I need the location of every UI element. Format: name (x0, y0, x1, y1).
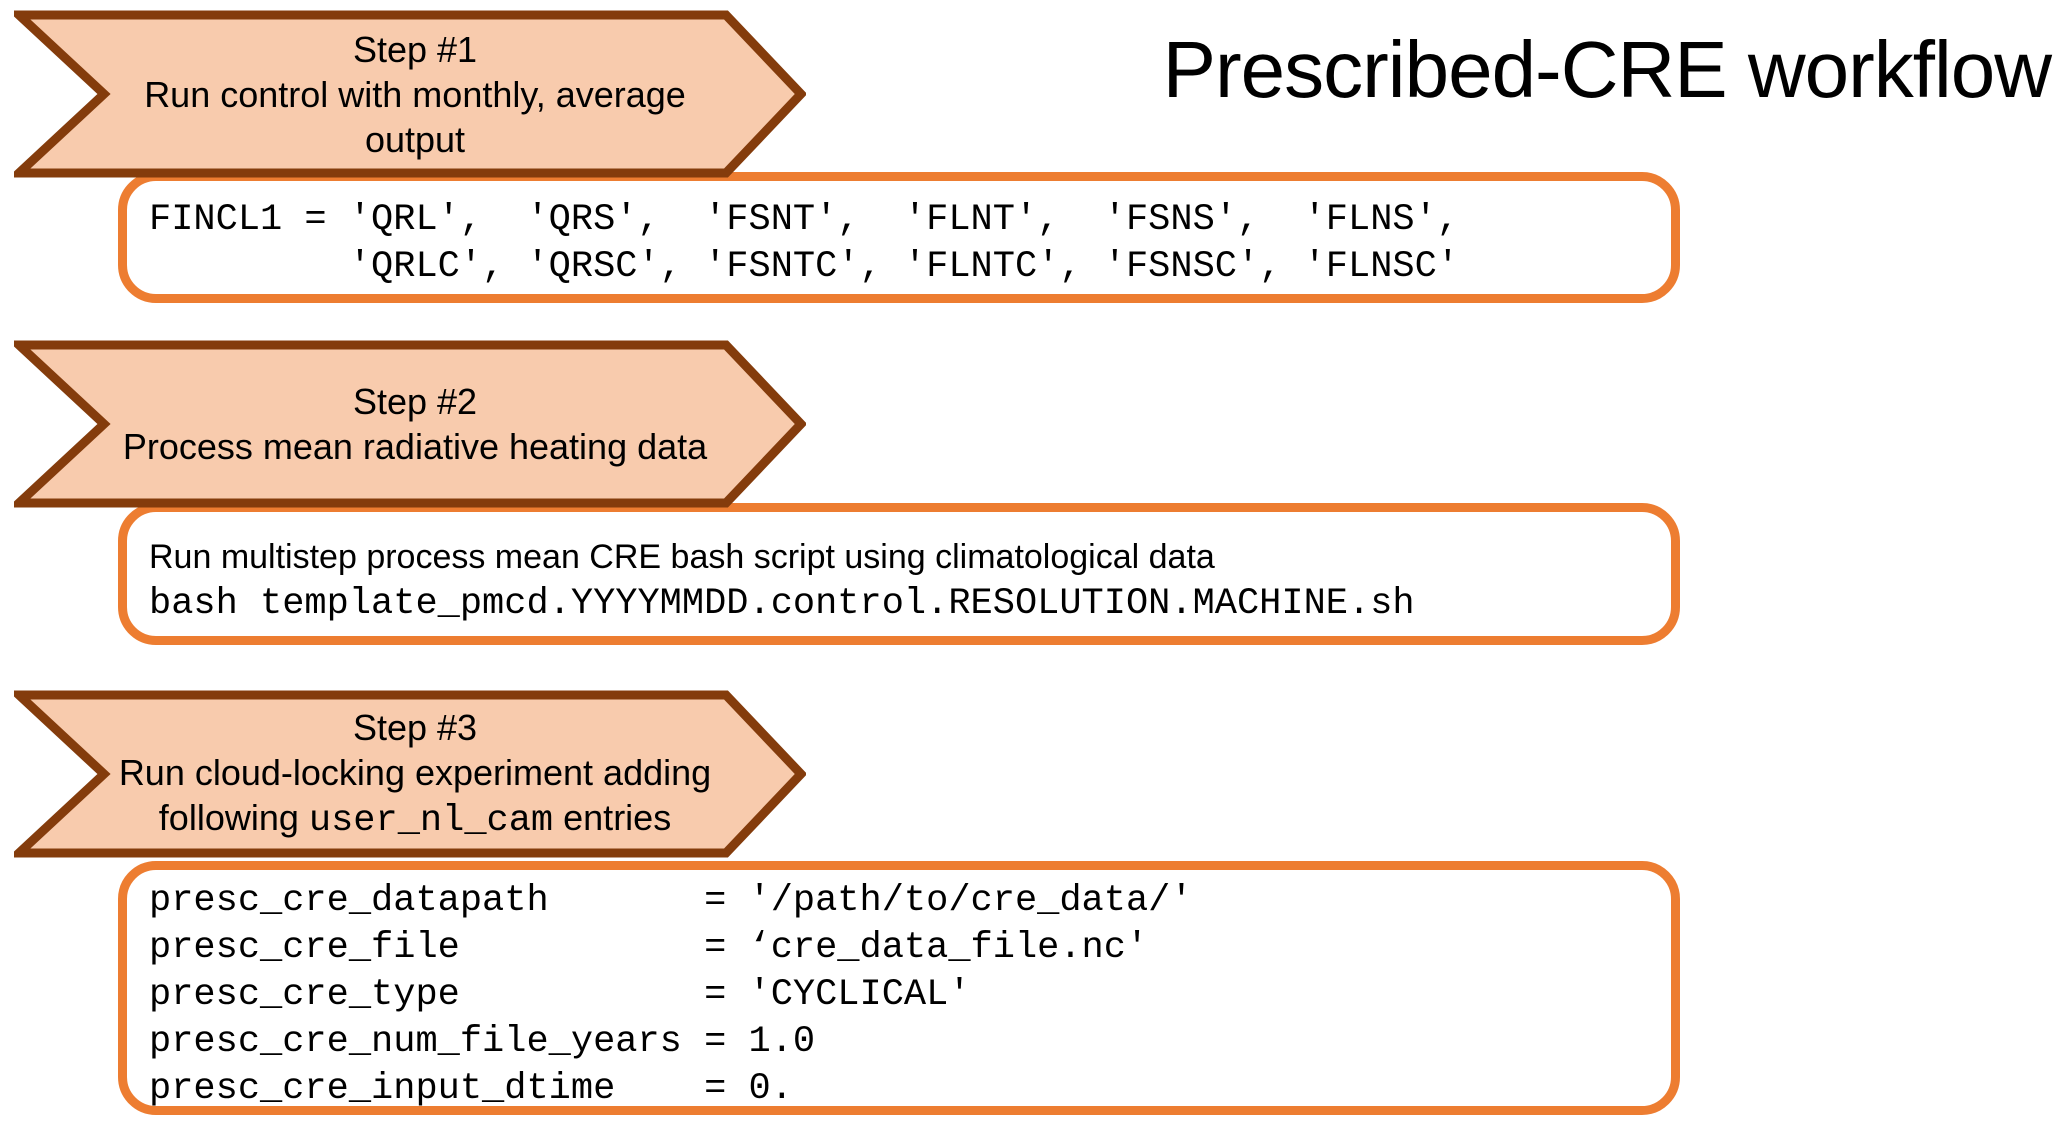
code-line: presc_cre_type = 'CYCLICAL' (149, 974, 971, 1016)
chevron-arrow-shape (14, 690, 806, 858)
code-line: presc_cre_file = ‘cre_data_file.nc' (149, 927, 1149, 969)
code-line: presc_cre_num_file_years = 1.0 (149, 1021, 816, 1063)
step-3-line3-code: user_nl_cam (308, 799, 554, 842)
step-1-title: Step #1 (352, 28, 478, 70)
code-line: 'QRLC', 'QRSC', 'FSNTC', 'FLNTC', 'FSNSC… (149, 246, 1460, 288)
step-2-code-box: Run multistep process mean CRE bash scri… (118, 503, 1680, 645)
step-3-title: Step #3 (352, 706, 478, 748)
code-line: presc_cre_datapath = '/path/to/cre_data/… (149, 880, 1193, 922)
step-2-text-line: Process mean radiative heating data (122, 426, 708, 467)
code-line: presc_cre_input_dtime = 0. (149, 1068, 793, 1110)
step-1-code-box: FINCL1 = 'QRL', 'QRS', 'FSNT', 'FLNT', '… (118, 172, 1680, 303)
chevron-arrow-shape (14, 340, 806, 508)
step-3-text-line: following user_nl_cam entries (159, 795, 671, 844)
step-1-text-line: Run control with monthly, average (144, 73, 686, 115)
step-2-chevron: Step #2 Process mean radiative heating d… (14, 340, 806, 508)
step-3-line3-prefix: following (158, 796, 309, 838)
code-line: FINCL1 = 'QRL', 'QRS', 'FSNT', 'FLNT', '… (149, 199, 1460, 241)
step-1-label: Step #1 Run control with monthly, averag… (104, 10, 726, 178)
step-2-label: Step #2 Process mean radiative heating d… (104, 340, 726, 508)
step-2-title: Step #2 (352, 381, 478, 422)
step-1-text-line: output (364, 118, 466, 160)
code-line: bash template_pmcd.YYYYMMDD.control.RESO… (149, 583, 1415, 625)
step-3-label: Step #3 Run cloud-locking experiment add… (104, 690, 726, 858)
page-title: Prescribed-CRE workflow (1162, 25, 2052, 114)
step-3-code-box: presc_cre_datapath = '/path/to/cre_data/… (118, 861, 1680, 1115)
chevron-arrow-shape (14, 10, 806, 178)
box-description: Run multistep process mean CRE bash scri… (149, 538, 1215, 576)
step-3-line3-suffix: entries (553, 796, 672, 838)
step-3-chevron: Step #3 Run cloud-locking experiment add… (14, 690, 806, 858)
step-3-text-line: Run cloud-locking experiment adding (118, 751, 712, 793)
step-1-chevron: Step #1 Run control with monthly, averag… (14, 10, 806, 178)
